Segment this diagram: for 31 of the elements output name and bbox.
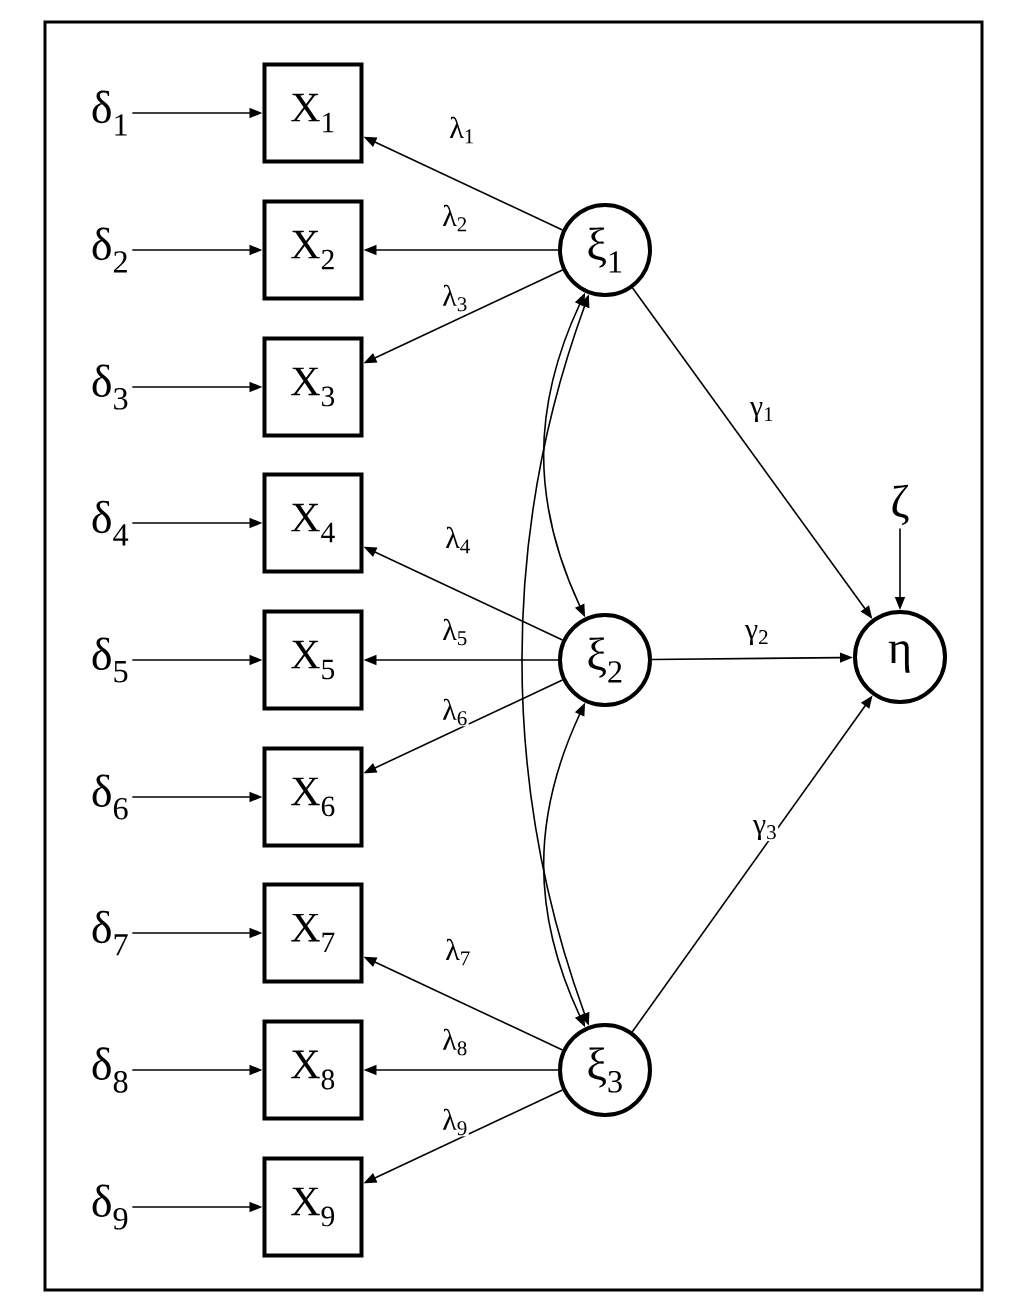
path-coefficient: λ$_{6}$ (441, 697, 469, 727)
path-coefficient: γ$_{3}$ (751, 818, 779, 842)
observed-variable-box: X$_{2}$ (262, 199, 364, 301)
path-coefficient: λ$_{9}$ (441, 1107, 469, 1137)
observed-variable-box: X$_{5}$ (262, 609, 364, 711)
observed-variable-box: X$_{7}$ (262, 882, 364, 984)
observed-variable-box: X$_{3}$ (262, 336, 364, 438)
disturbance-label: ζ (892, 484, 909, 526)
path-coefficient: γ$_{2}$ (743, 623, 771, 647)
path-coefficient: λ$_{2}$ (441, 203, 469, 233)
variable-label: δ$_{1}$ (92, 90, 127, 136)
variable-label: δ$_{5}$ (92, 637, 128, 683)
observed-variable-box: X$_{4}$ (262, 472, 364, 574)
path-coefficient: λ$_{3}$ (441, 283, 469, 313)
variable-label: δ$_{2}$ (92, 227, 127, 273)
path-coefficient: λ$_{5}$ (441, 617, 469, 647)
path-coefficient: γ$_{1}$ (748, 400, 776, 424)
path-coefficient: λ$_{8}$ (441, 1027, 469, 1057)
variable-label: δ$_{6}$ (92, 774, 128, 820)
observed-variable-box: X$_{6}$ (262, 746, 364, 848)
variable-label: δ$_{8}$ (92, 1047, 128, 1093)
variable-label: δ$_{3}$ (92, 364, 128, 410)
path-coefficient: λ$_{1}$ (448, 115, 476, 145)
variable-label: δ$_{9}$ (92, 1184, 128, 1230)
observed-variable-box: X$_{9}$ (262, 1156, 364, 1258)
variable-label: δ$_{4}$ (92, 500, 129, 546)
observed-variable-box: X$_{8}$ (262, 1019, 364, 1121)
observed-variable-box: X$_{1}$ (262, 62, 364, 164)
path-coefficient: λ$_{4}$ (444, 525, 472, 555)
path-coefficient: λ$_{7}$ (444, 937, 472, 967)
variable-label: δ$_{7}$ (92, 910, 128, 956)
